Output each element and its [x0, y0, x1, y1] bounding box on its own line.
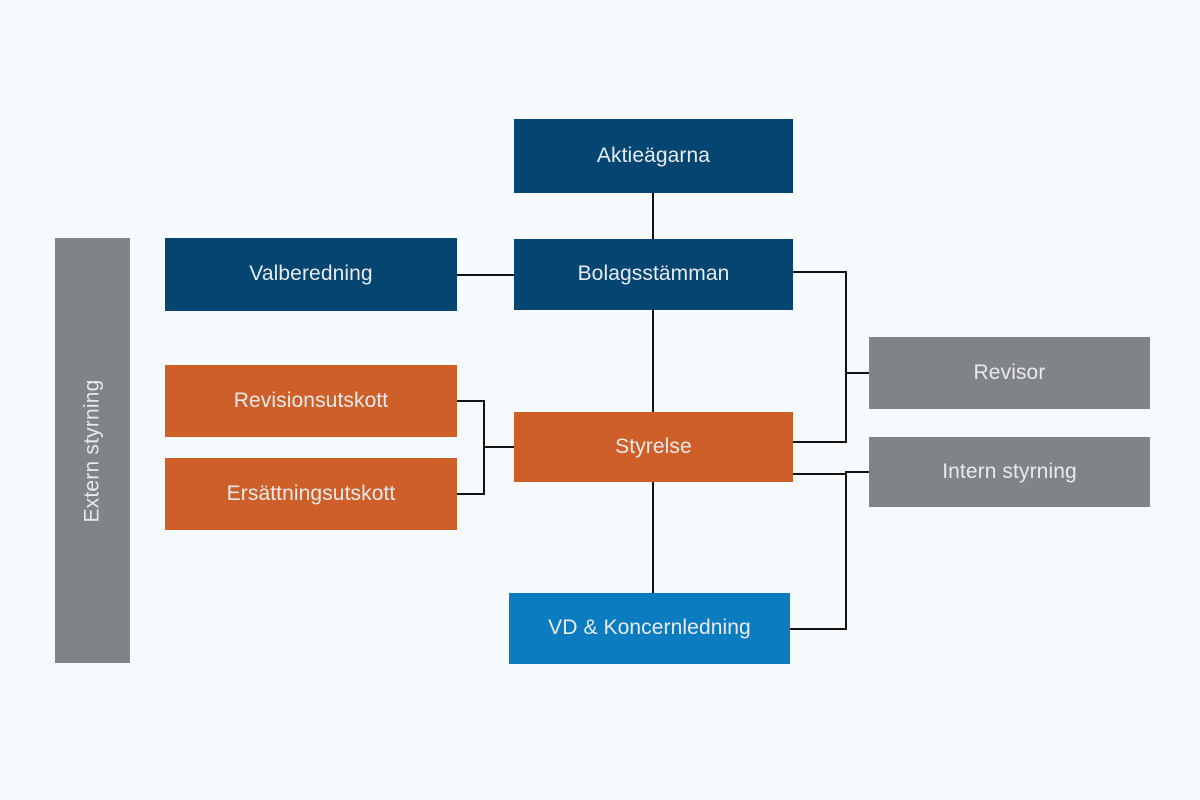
node-ersattningsutskott[interactable]: Ersättningsutskott [165, 458, 457, 530]
node-bolagsstamman-label: Bolagsstämman [577, 262, 730, 286]
edge-rightbus-intern-styrning [845, 471, 871, 473]
node-intern-styrning[interactable]: Intern styrning [869, 437, 1150, 507]
node-valberedning-label: Valberedning [249, 262, 373, 286]
node-vd-koncernledning[interactable]: VD & Koncernledning [509, 593, 790, 664]
node-styrelse[interactable]: Styrelse [514, 412, 793, 482]
node-styrelse-label: Styrelse [615, 434, 692, 458]
edge-bolagsstamman-rightbus [793, 271, 847, 273]
edge-rightbus-lower [845, 473, 847, 630]
node-intern-styrning-label: Intern styrning [942, 459, 1077, 483]
sidebar-extern-styrning: Extern styrning [55, 238, 130, 663]
node-revisor-label: Revisor [973, 360, 1046, 384]
edge-styrelse-vd [652, 482, 654, 594]
node-revisor[interactable]: Revisor [869, 337, 1150, 409]
edge-rightbus-upper [845, 271, 847, 443]
node-vd-koncernledning-label: VD & Koncernledning [548, 616, 751, 640]
edge-styrelse-rightbus [793, 441, 847, 443]
edge-vd-rightbus2 [790, 628, 847, 630]
sidebar-extern-styrning-label: Extern styrning [80, 378, 104, 523]
edge-aktieagarna-bolagsstamman [652, 193, 654, 239]
edge-revisionsutskott-leftbus [457, 400, 485, 402]
edge-bolagsstamman-styrelse [652, 310, 654, 413]
edge-rightbus-revisor [845, 372, 871, 374]
node-valberedning[interactable]: Valberedning [165, 238, 457, 311]
node-aktieagarna-label: Aktieägarna [596, 143, 711, 167]
node-aktieagarna[interactable]: Aktieägarna [514, 119, 793, 193]
node-bolagsstamman[interactable]: Bolagsstämman [514, 239, 793, 310]
edge-styrelse-rightbus2 [793, 473, 847, 475]
edge-ersattningsutskott-leftbus [457, 493, 485, 495]
edge-valberedning-bolagsstamman [457, 274, 515, 276]
node-revisionsutskott[interactable]: Revisionsutskott [165, 365, 457, 437]
node-revisionsutskott-label: Revisionsutskott [233, 388, 389, 412]
edge-leftbus-styrelse [483, 446, 515, 448]
node-ersattningsutskott-label: Ersättningsutskott [226, 481, 396, 505]
